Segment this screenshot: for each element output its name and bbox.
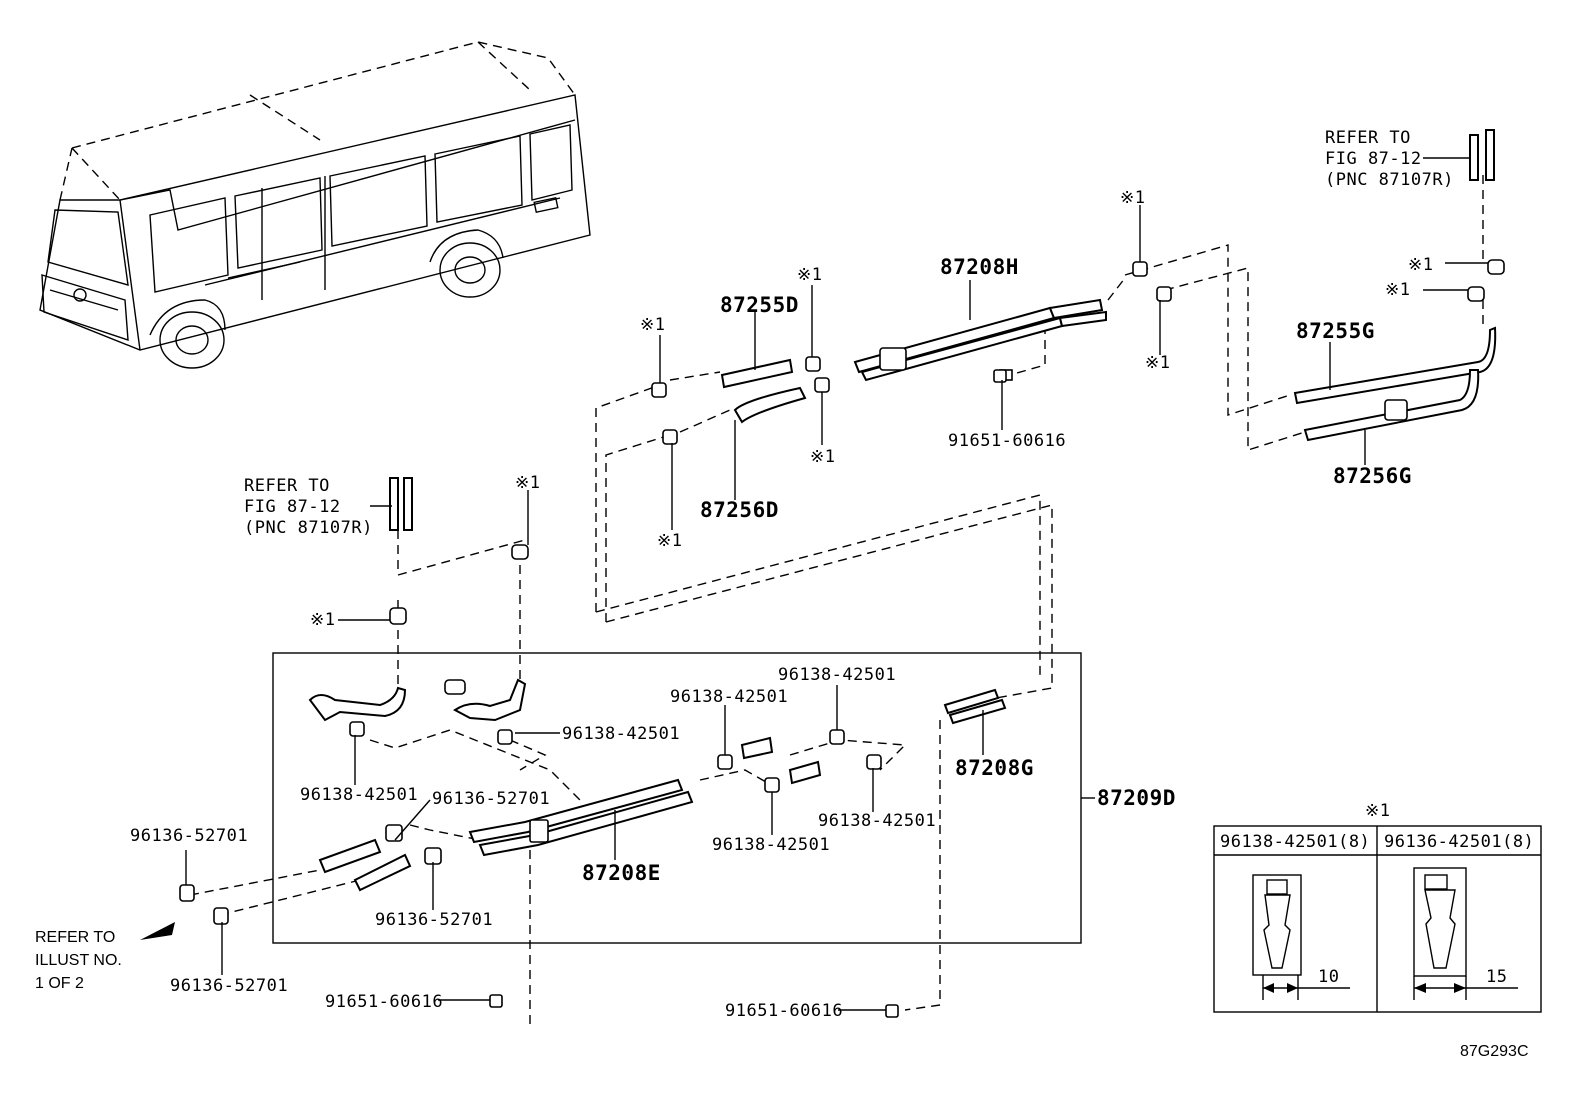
refer-mid-2: FIG 87-12 bbox=[244, 497, 341, 517]
hose-87255d bbox=[720, 358, 794, 389]
mark-label: ※1 bbox=[810, 447, 835, 467]
label-87208g: 87208G bbox=[955, 756, 1034, 780]
hose-87256g bbox=[1303, 369, 1480, 442]
clamp-icon bbox=[805, 356, 821, 372]
refer-mid-3: (PNC 87107R) bbox=[244, 518, 373, 538]
clamp-icon bbox=[651, 382, 667, 398]
mark-label: ※1 bbox=[310, 610, 335, 630]
label-87255d: 87255D bbox=[720, 293, 799, 317]
mark-label: ※1 bbox=[1385, 280, 1410, 300]
label-96138-c: 96138-42501 bbox=[562, 724, 680, 744]
legend-title: ※1 bbox=[1365, 801, 1390, 821]
mark-label: ※1 bbox=[657, 531, 682, 551]
mark-label: ※1 bbox=[1145, 353, 1170, 373]
refer-left-3: 1 OF 2 bbox=[35, 975, 84, 992]
label-96136-a: 96136-52701 bbox=[432, 789, 550, 809]
refer-top-1: REFER TO bbox=[1325, 128, 1411, 148]
bolt-icon bbox=[489, 994, 503, 1008]
hose-87255g bbox=[1293, 326, 1497, 405]
label-87256d: 87256D bbox=[700, 498, 779, 522]
labels: REFER TO FIG 87-12 (PNC 87107R) REFER TO… bbox=[35, 128, 1529, 1060]
bus-illustration bbox=[39, 41, 591, 369]
label-87255g: 87255G bbox=[1296, 319, 1375, 343]
mark-label: ※1 bbox=[797, 265, 822, 285]
pipe-87208g bbox=[943, 688, 1007, 725]
label-96138-f: 96138-42501 bbox=[818, 811, 936, 831]
label-91651-lower-left: 91651-60616 bbox=[325, 992, 443, 1012]
refer-left-2: ILLUST NO. bbox=[35, 952, 122, 969]
clamp-icon bbox=[814, 377, 830, 393]
label-96138-d: 96138-42501 bbox=[300, 785, 418, 805]
mark-label: ※1 bbox=[1408, 255, 1433, 275]
label-91651-upper: 91651-60616 bbox=[948, 431, 1066, 451]
refer-mid-1: REFER TO bbox=[244, 476, 330, 496]
figure-code: 87G293C bbox=[1460, 1043, 1529, 1060]
clamp-icon bbox=[1467, 286, 1485, 302]
legend-col1-dim: 10 bbox=[1318, 967, 1339, 987]
label-96138-a: 96138-42501 bbox=[778, 665, 896, 685]
label-96136-b: 96136-52701 bbox=[130, 826, 248, 846]
clamp-icon bbox=[1156, 286, 1172, 302]
label-91651-lower-right: 91651-60616 bbox=[725, 1001, 843, 1021]
clamp-icon bbox=[1132, 261, 1148, 277]
bolt-icon bbox=[993, 369, 1007, 383]
legend-col1-header: 96138-42501(8) bbox=[1220, 832, 1370, 852]
legend-col2-header: 96136-42501(8) bbox=[1384, 832, 1534, 852]
label-96138-b: 96138-42501 bbox=[670, 687, 788, 707]
clamp-legend: ※1 96138-42501(8) 96136-42501(8) 10 15 bbox=[1213, 801, 1542, 1013]
hose-87256d bbox=[733, 386, 807, 424]
label-96136-d: 96136-52701 bbox=[170, 976, 288, 996]
clamp-icon bbox=[662, 429, 678, 445]
label-96136-c: 96136-52701 bbox=[375, 910, 493, 930]
refer-left-1: REFER TO bbox=[35, 929, 115, 946]
pipe-87208h bbox=[853, 298, 1107, 382]
label-87208h: 87208H bbox=[940, 255, 1019, 279]
pipe-87208e bbox=[468, 778, 694, 857]
clamp-diagram-icon bbox=[1252, 874, 1302, 976]
arrow-left-icon bbox=[140, 922, 175, 940]
clamp-diagram-icon bbox=[1413, 867, 1467, 977]
refer-top-3: (PNC 87107R) bbox=[1325, 170, 1454, 190]
mark-label: ※1 bbox=[640, 315, 665, 335]
mark-label: ※1 bbox=[515, 473, 540, 493]
label-96138-e: 96138-42501 bbox=[712, 835, 830, 855]
mark-label: ※1 bbox=[1120, 188, 1145, 208]
label-87256g: 87256G bbox=[1333, 464, 1412, 488]
refer-top-2: FIG 87-12 bbox=[1325, 149, 1422, 169]
lower-assembly bbox=[140, 369, 1082, 1025]
upper-hose-group bbox=[595, 129, 1505, 701]
bolt-icon bbox=[885, 1004, 899, 1018]
label-87208e: 87208E bbox=[582, 861, 661, 885]
label-87209d: 87209D bbox=[1097, 786, 1176, 810]
legend-col2-dim: 15 bbox=[1486, 967, 1507, 987]
clamp-icon bbox=[1487, 259, 1505, 275]
